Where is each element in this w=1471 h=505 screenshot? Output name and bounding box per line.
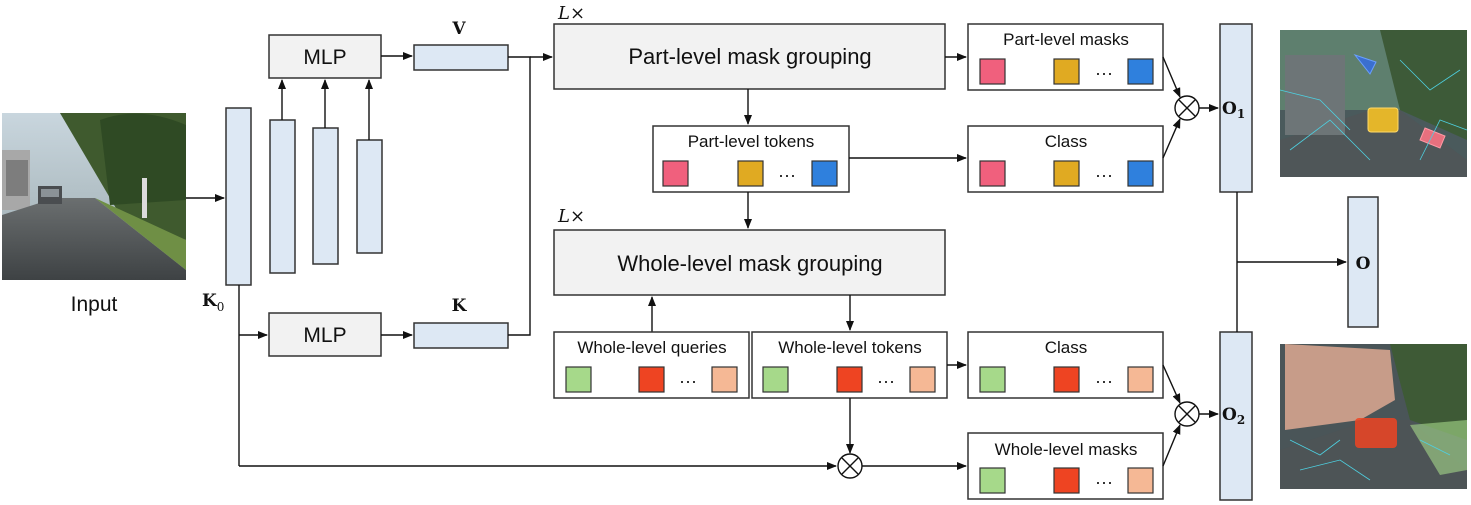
class-top-square-1 (979, 160, 1006, 187)
input-image (2, 113, 186, 280)
part-token-ellipsis: ··· (778, 165, 796, 185)
o1-label: O1 (1222, 99, 1245, 121)
class-top-ellipsis: ··· (1095, 165, 1113, 185)
k0-label: K0 (202, 291, 224, 314)
class-bottom-square-3 (1127, 366, 1154, 393)
pyramid-feature-1 (269, 119, 296, 274)
mlp-top-box (268, 34, 382, 79)
whole-grouping-label: Whole-level mask grouping (617, 251, 882, 276)
class-bottom-label: Class (1045, 338, 1088, 357)
part-mask-square-2 (1053, 58, 1080, 85)
whole-query-square-3 (711, 366, 738, 393)
whole-masks-label: Whole-level masks (995, 440, 1138, 459)
mlp-bottom-box (268, 312, 382, 357)
whole-mask-ellipsis: ··· (1095, 472, 1113, 492)
whole-tokens-label: Whole-level tokens (778, 338, 922, 357)
arrow-whole-masks-to-multiply (1162, 424, 1181, 467)
o2-bar (1219, 331, 1253, 501)
class-bottom-square-2 (1053, 366, 1080, 393)
whole-mask-square-2 (1053, 467, 1080, 494)
whole-queries-label: Whole-level queries (577, 338, 726, 357)
class-top-square-3 (1127, 160, 1154, 187)
k-feature-bar (413, 322, 509, 349)
part-token-square-3 (811, 160, 838, 187)
part-token-square-1 (662, 160, 689, 187)
o-bar (1347, 196, 1379, 328)
class-bottom-ellipsis: ··· (1095, 371, 1113, 391)
pyramid-feature-3 (356, 139, 383, 254)
arrow-part-masks-to-multiply (1162, 56, 1181, 98)
v-label: V (451, 19, 466, 39)
repeat-top-label: L× (557, 3, 585, 24)
whole-grouping-box (553, 229, 946, 296)
input-label: Input (71, 293, 118, 316)
part-output-image (1279, 30, 1468, 177)
circle-times-icon (1174, 401, 1200, 427)
pyramid-feature-2 (312, 127, 339, 265)
part-grouping-label: Part-level mask grouping (628, 44, 871, 69)
whole-token-ellipsis: ··· (877, 371, 895, 391)
part-token-square-2 (737, 160, 764, 187)
o1-bar (1219, 23, 1253, 193)
whole-token-square-2 (836, 366, 863, 393)
part-mask-square-3 (1127, 58, 1154, 85)
whole-mask-square-3 (1127, 467, 1154, 494)
class-top-label: Class (1045, 132, 1088, 151)
whole-mask-square-1 (979, 467, 1006, 494)
part-masks-label: Part-level masks (1003, 30, 1129, 49)
whole-output-image (1280, 344, 1467, 489)
mlp-top-label: MLP (303, 46, 346, 69)
repeat-mid-label: L× (557, 206, 585, 227)
whole-token-square-3 (909, 366, 936, 393)
arrow-class-to-multiply-bottom (1162, 364, 1181, 404)
part-mask-square-1 (979, 58, 1006, 85)
circle-times-icon (837, 453, 863, 479)
k0-feature-bar (225, 107, 252, 286)
line-vk-merge (508, 56, 531, 336)
class-top-square-2 (1053, 160, 1080, 187)
k-label: K (452, 296, 468, 316)
whole-query-ellipsis: ··· (679, 371, 697, 391)
mlp-bottom-label: MLP (303, 324, 346, 347)
part-tokens-label: Part-level tokens (688, 132, 815, 151)
whole-query-square-2 (638, 366, 665, 393)
whole-token-square-1 (762, 366, 789, 393)
part-mask-ellipsis: ··· (1095, 63, 1113, 83)
class-bottom-square-1 (979, 366, 1006, 393)
v-feature-bar (413, 44, 509, 71)
circle-times-icon (1174, 95, 1200, 121)
whole-query-square-1 (565, 366, 592, 393)
arrow-class-to-multiply-top (1162, 118, 1181, 159)
o2-label: O2 (1222, 405, 1245, 427)
o-label: O (1356, 254, 1371, 274)
